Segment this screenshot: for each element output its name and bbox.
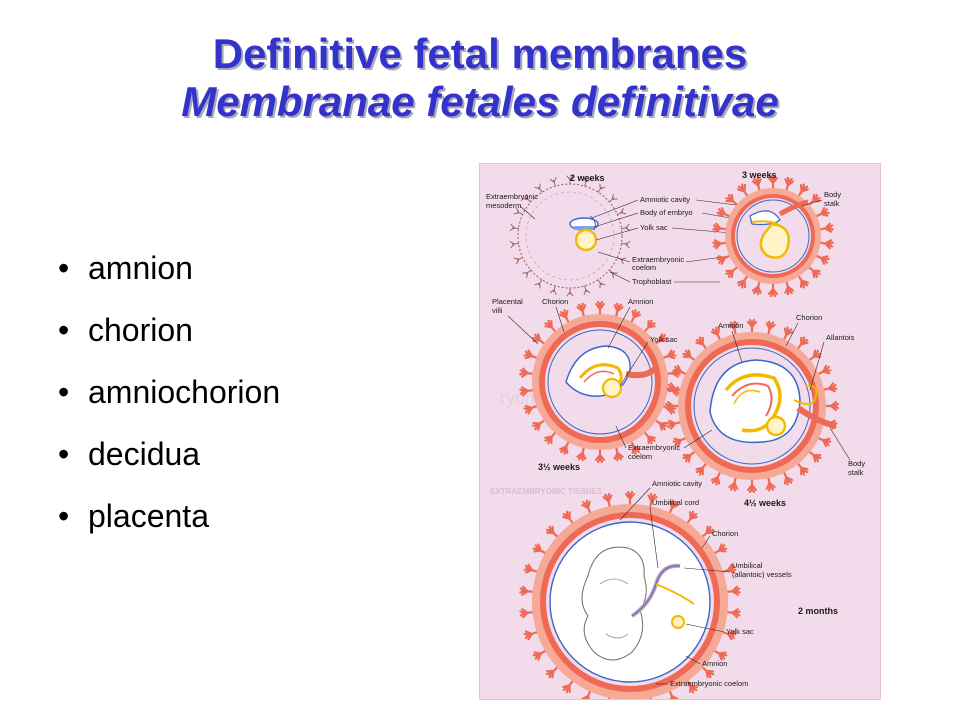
label-body-stalk: Body [824, 190, 841, 199]
stage-4-5-weeks: 4½ weeks [664, 318, 840, 508]
label-amnion: Amnion [718, 321, 743, 330]
title-line-english: Definitive fetal membranes [212, 30, 748, 77]
label-placental-villi: Placental [492, 297, 523, 306]
chorionic-villus [594, 300, 606, 317]
label-extraembryonic-mesoderm: mesoderm [486, 201, 521, 210]
label-body-stalk: stalk [848, 468, 864, 477]
label-amnion: Amnion [628, 297, 653, 306]
chorionic-villus [724, 607, 741, 619]
label-extraembryonic-coelom: Extraembryonic [632, 255, 684, 264]
chorionic-villus [549, 284, 559, 295]
chorionic-villus [509, 239, 520, 248]
chorionic-villus [606, 193, 618, 205]
stage-label: 3½ weeks [538, 462, 580, 472]
fetal-membranes-figure: ide ryonic 2 weeks Extraembryonic mesode… [479, 163, 881, 700]
label-amnion: Amnion [702, 659, 727, 668]
label-yolk-sac: Yolk sac [650, 335, 678, 344]
label-trophoblast: Trophoblast [632, 277, 672, 286]
label-extraembryonic-coelom: Extraembryonic coelom [670, 679, 748, 688]
chorionic-villus [566, 287, 574, 297]
stage-label: 2 months [798, 606, 838, 616]
label-body-stalk: stalk [824, 199, 840, 208]
stage-label: 2 weeks [570, 173, 605, 183]
label-umbilical-vessels: (allantoic) vessels [732, 570, 792, 579]
stage-2-months: 2 months [519, 490, 838, 699]
chorionic-villus [549, 177, 559, 188]
svg-text:EXTRAEMBRYONIC TISSUES: EXTRAEMBRYONIC TISSUES [490, 487, 603, 496]
chorionic-villus [519, 607, 536, 619]
label-chorion: Chorion [542, 297, 568, 306]
chorionic-villus [620, 239, 631, 248]
chorionic-villus [767, 281, 779, 298]
chorionic-villus [522, 267, 534, 279]
chorionic-villus [595, 183, 606, 195]
chorionic-villus [624, 490, 636, 507]
label-body-of-embryo: Body of embryo [640, 208, 693, 217]
slide-title: Definitive fetal membranes Membranae fet… [0, 30, 960, 126]
label-body-stalk: Body [848, 459, 865, 468]
label-chorion: Chorion [796, 313, 822, 322]
chorionic-villus [594, 447, 606, 464]
bullet-item: chorion [58, 304, 280, 366]
stage-label: 3 weeks [742, 170, 777, 180]
chorionic-villus [513, 254, 525, 265]
label-umbilical-cord: Umbilical cord [652, 498, 699, 507]
label-allantois: Allantois [826, 333, 855, 342]
label-chorion: Chorion [712, 529, 738, 538]
chorionic-villus [534, 277, 545, 289]
chorionic-villus [595, 277, 606, 289]
chorionic-villus [823, 400, 840, 412]
chorionic-villus [519, 367, 536, 379]
label-extraembryonic-coelom: coelom [628, 452, 652, 461]
bullet-item: placenta [58, 490, 280, 552]
bullet-item: decidua [58, 428, 280, 490]
chorionic-villus [817, 222, 835, 235]
stage-3-weeks: 3 weeks Body stalk [711, 170, 841, 298]
title-line-latin: Membranae fetales definitivae [181, 78, 779, 125]
chorionic-villus [606, 267, 618, 279]
chorionic-villus [746, 477, 758, 494]
label-amniotic-cavity: Amniotic cavity [652, 479, 702, 488]
stage-2-weeks: 2 weeks [509, 173, 631, 297]
chorionic-villus [509, 224, 520, 233]
bullet-item: amniochorion [58, 366, 280, 428]
chorionic-villus [817, 237, 835, 250]
label-amniotic-cavity: Amniotic cavity [640, 195, 690, 204]
stage-3-5-weeks: 3½ weeks [519, 300, 681, 472]
bullet-list: amnion chorion amniochorion decidua plac… [58, 242, 280, 552]
chorionic-villus [519, 585, 536, 597]
label-placental-villi: villi [492, 306, 503, 315]
label-extraembryonic-coelom: coelom [632, 263, 656, 272]
label-yolk-sac: Yolk sac [726, 627, 754, 636]
label-extraembryonic-mesoderm: Extraembryonic [486, 192, 538, 201]
fetal-membranes-diagram: ide ryonic 2 weeks Extraembryonic mesode… [486, 170, 865, 699]
chorionic-villus [724, 585, 741, 597]
bullet-item: amnion [58, 242, 280, 304]
chorionic-villus [746, 318, 758, 335]
label-extraembryonic-coelom: Extraembryonic [628, 443, 680, 452]
label-umbilical-vessels: Umbilical [732, 561, 763, 570]
stage-label: 4½ weeks [744, 498, 786, 508]
label-yolk-sac: Yolk sac [640, 223, 668, 232]
chorionic-villus [711, 237, 729, 250]
